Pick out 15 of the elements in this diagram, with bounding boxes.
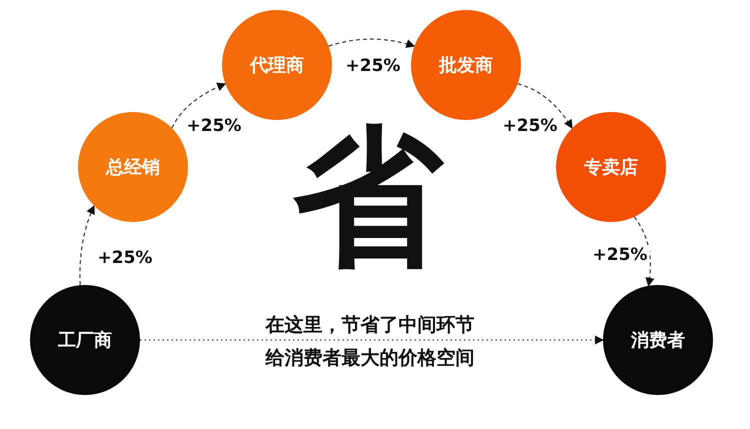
arrow	[634, 216, 654, 287]
node-label: 总经销	[106, 156, 160, 179]
big-character: 省	[293, 110, 443, 287]
node-label: 专卖店	[584, 156, 638, 179]
caption-text: 在这里，节省了中间环节	[266, 313, 474, 338]
node-label: 代理商	[250, 54, 304, 77]
caption-text: 给消费者最大的价格空间	[266, 346, 474, 371]
arrow	[518, 83, 573, 129]
node-label: 工厂商	[58, 329, 112, 352]
arrow	[328, 38, 416, 48]
arrow	[79, 205, 95, 286]
node-label: 批发商	[439, 54, 493, 77]
arrow	[171, 82, 226, 128]
node-label: 消费者	[631, 329, 685, 352]
arrow	[140, 336, 604, 344]
